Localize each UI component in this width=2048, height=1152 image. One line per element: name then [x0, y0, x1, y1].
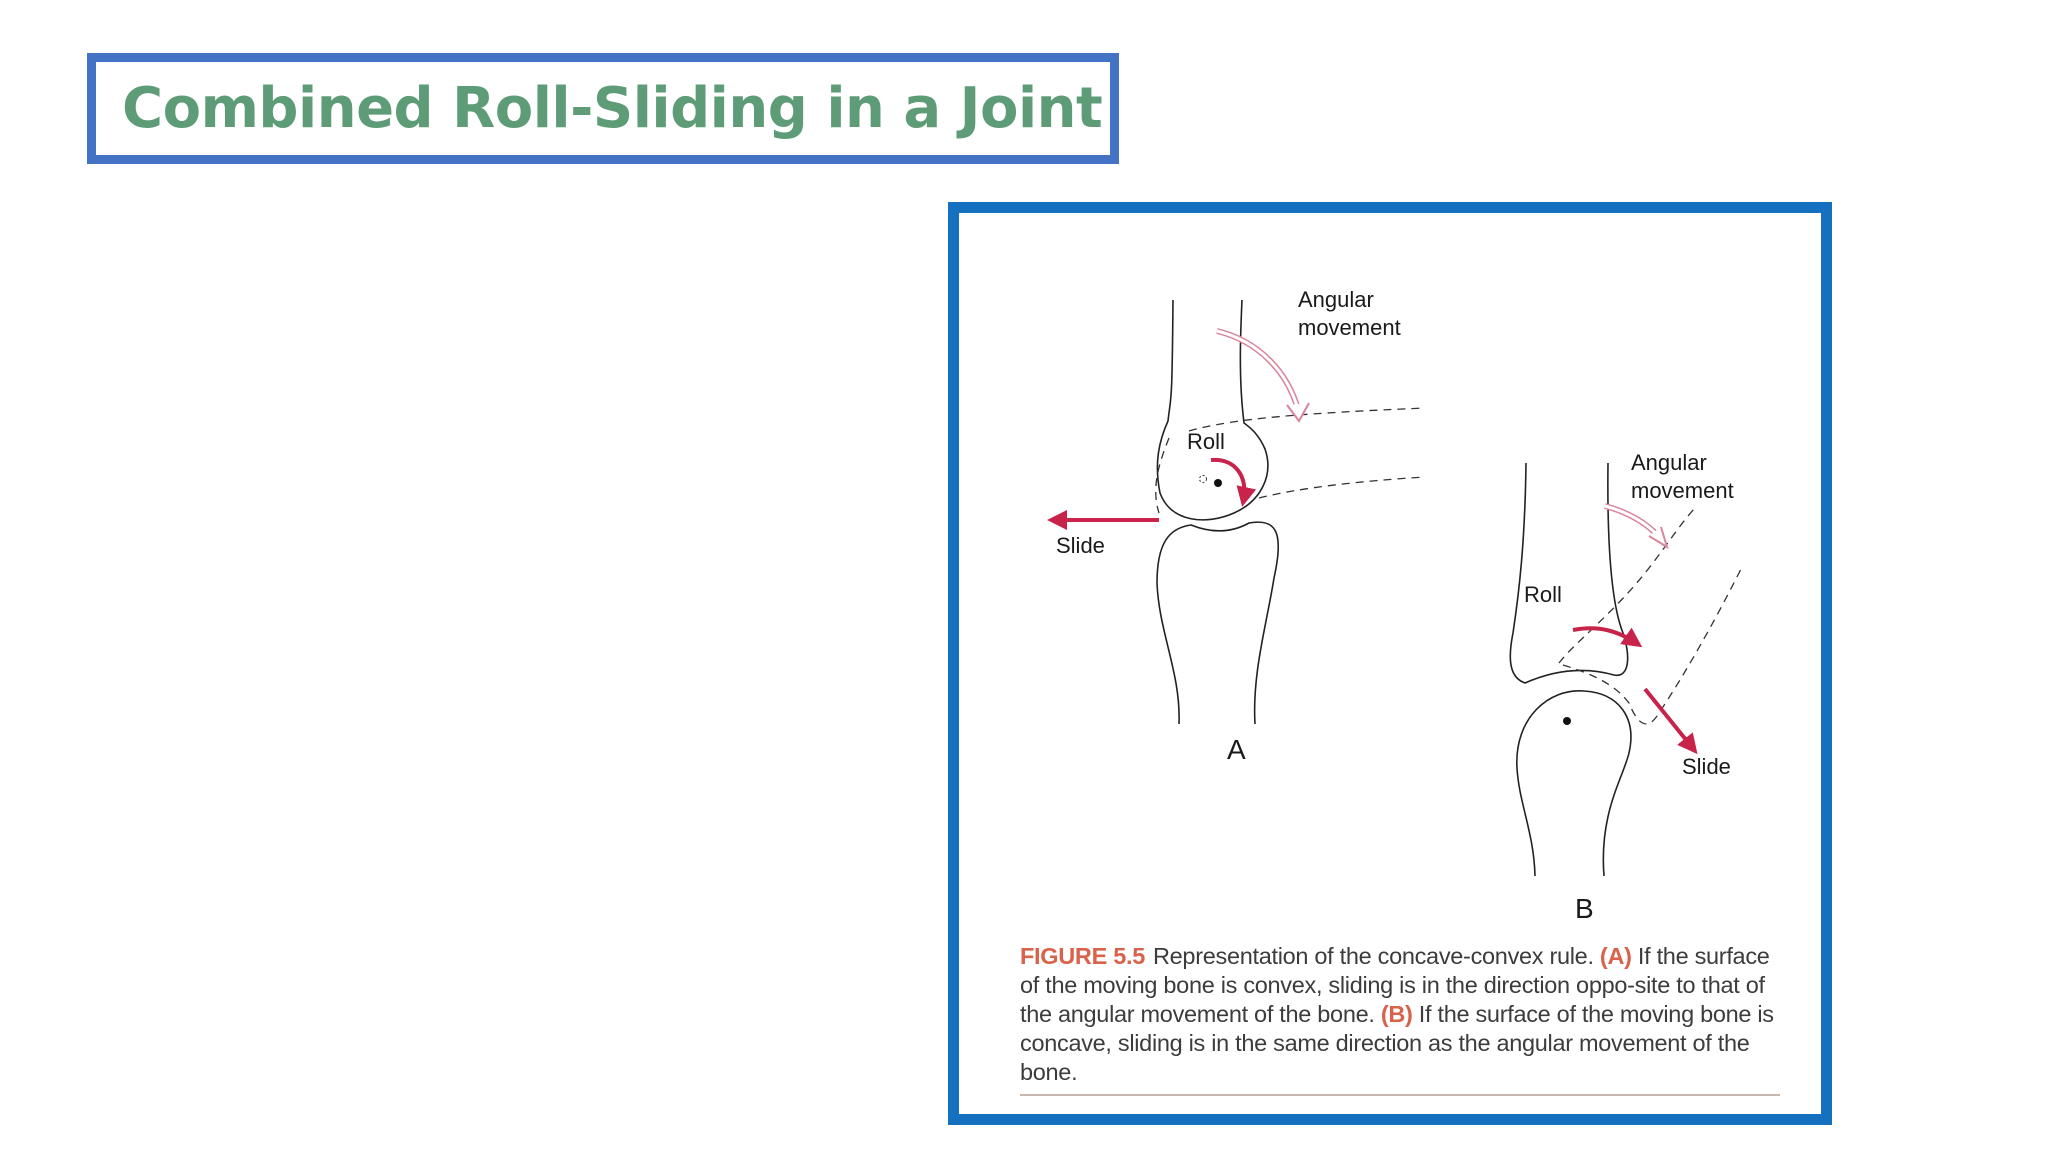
panel-a-axis-ghost-dot: [1199, 475, 1207, 483]
panel-b-slide-label: Slide: [1682, 754, 1731, 779]
slide-title: Combined Roll-Sliding in a Joint: [122, 76, 1103, 141]
figure-panel: Angular movement Roll Slide A Angul: [948, 202, 1832, 1125]
panel-b-angular-label-line1: Angular: [1631, 450, 1707, 475]
caption-text-3: If the surface of the moving bone is con…: [1020, 1001, 1774, 1085]
panel-a-angular-label-line2: movement: [1298, 315, 1401, 340]
panel-b-fixed-bone: [1516, 690, 1632, 877]
caption-text-1: Representation of the concave-convex rul…: [1152, 943, 1600, 969]
panel-b-dashed-outline: [1558, 507, 1744, 725]
caption-ref-a: (A): [1599, 943, 1632, 969]
panel-a-axis-dot: [1214, 479, 1222, 487]
panel-a-moving-bone: [1156, 299, 1269, 521]
caption-divider: [1020, 1094, 1780, 1096]
panel-b-roll-arrow: [1572, 626, 1643, 648]
panel-a-letter: A: [1227, 734, 1246, 765]
panel-b: Angular movement Roll Slide B: [1509, 450, 1744, 924]
panel-a-slide-label: Slide: [1056, 533, 1105, 558]
panel-a: Angular movement Roll Slide A: [1047, 287, 1426, 765]
panel-a-fixed-bone: [1156, 521, 1280, 725]
panel-b-axis-dot: [1563, 717, 1571, 725]
panel-a-angular-arrow: [1216, 328, 1302, 414]
panel-a-roll-label: Roll: [1187, 429, 1225, 454]
caption-text-2: If the surface of the moving bone is con…: [1020, 943, 1770, 1027]
caption-ref-b: (B): [1380, 1001, 1413, 1027]
panel-b-letter: B: [1575, 893, 1594, 924]
panel-b-moving-bone: [1509, 462, 1629, 684]
panel-b-slide-arrow: [1643, 687, 1698, 755]
title-box: Combined Roll-Sliding in a Joint: [87, 53, 1119, 164]
panel-b-angular-label-line2: movement: [1631, 478, 1734, 503]
panel-a-dashed-outline: [1155, 407, 1426, 514]
panel-a-roll-arrow: [1210, 457, 1257, 507]
panel-b-roll-label: Roll: [1524, 582, 1562, 607]
figure-number: FIGURE 5.5: [1020, 943, 1145, 969]
panel-a-angular-label-line1: Angular: [1298, 287, 1374, 312]
roll-slide-diagram: Angular movement Roll Slide A Angul: [1047, 287, 1744, 924]
figure-caption: FIGURE 5.5 Representation of the concave-…: [1020, 942, 1790, 1087]
